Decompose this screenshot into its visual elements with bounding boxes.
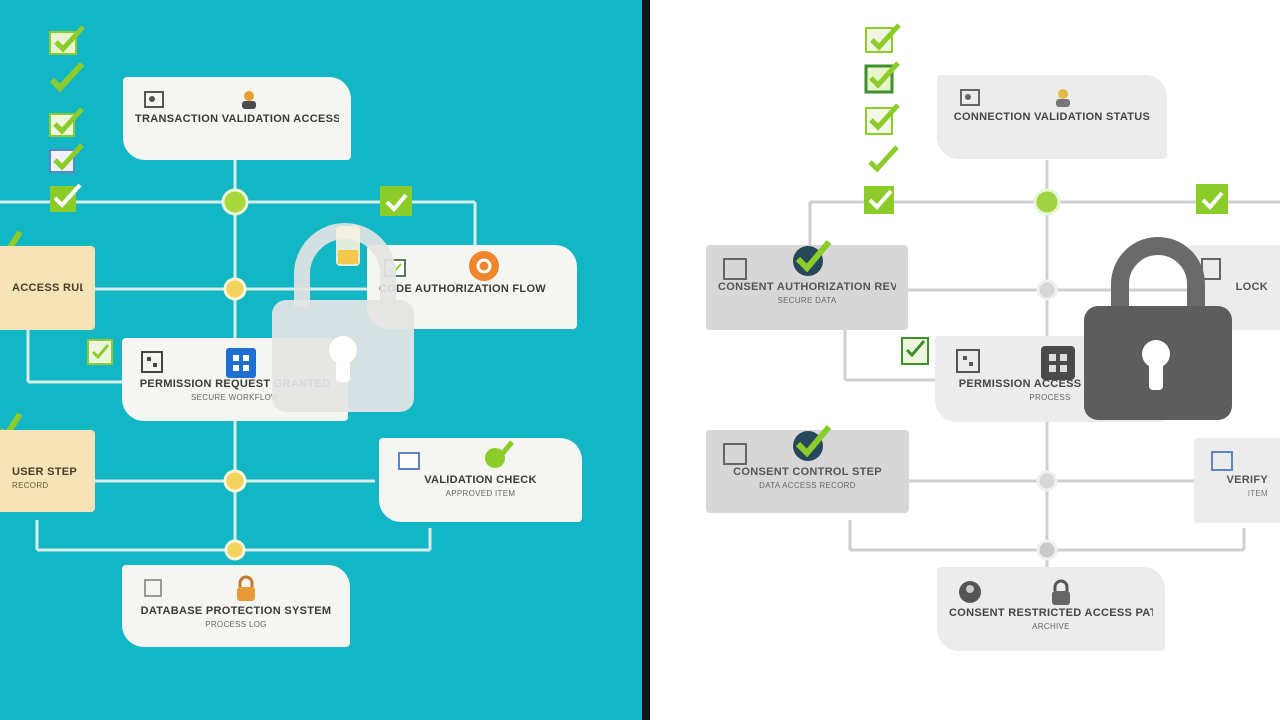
card-subtitle: PROCESS LOG [205, 620, 267, 629]
check-icon [49, 61, 85, 93]
card-title: TRANSACTION VALIDATION ACCESS [135, 113, 339, 125]
id-card-icon [144, 91, 164, 108]
check-icon [50, 183, 82, 212]
card-title: LOCK [1235, 281, 1268, 293]
flow-card-top[interactable]: CONNECTION VALIDATION STATUS [937, 75, 1167, 159]
card-title: USER STEP [12, 466, 78, 478]
document-check-icon [87, 339, 113, 365]
card-subtitle: ITEM [1247, 489, 1268, 498]
card-subtitle: RECORD [12, 481, 49, 490]
network-icon [141, 351, 163, 373]
card-subtitle: PROCESS [1029, 393, 1071, 402]
node-circle [1036, 470, 1058, 492]
gray-grid-icon [1041, 346, 1075, 380]
document-icon [144, 579, 162, 597]
card-subtitle: SECURE DATA [777, 296, 837, 305]
check-icon [793, 240, 832, 276]
lock-icon [237, 575, 255, 601]
card-title: VALIDATION CHECK [424, 474, 537, 486]
check-icon [485, 440, 514, 468]
document-check-icon [901, 337, 929, 365]
document-icon [1211, 451, 1233, 471]
right-nodes [1033, 188, 1061, 561]
document-icon [398, 452, 420, 470]
check-icon [868, 145, 899, 173]
check-badge-icon [380, 186, 412, 216]
check-icon [865, 103, 900, 135]
card-title: ACCESS RULE [12, 282, 83, 294]
flow-card-right-lower[interactable]: VERIFY ITEM [1194, 438, 1280, 523]
id-card-icon [960, 89, 980, 106]
right-panel: CONNECTION VALIDATION STATUS CONSENT AUT… [650, 0, 1280, 720]
card-title: CONSENT AUTHORIZATION REVIEW [718, 281, 896, 293]
flow-card-left-upper[interactable]: ACCESS RULE [0, 246, 95, 330]
card-subtitle: ARCHIVE [1032, 622, 1070, 631]
node-circle [1036, 279, 1058, 301]
flow-card-bottom[interactable]: CONSENT RESTRICTED ACCESS PATH ARCHIVE [937, 567, 1165, 651]
node-circle [223, 277, 247, 301]
network-icon [956, 349, 980, 373]
flow-card-right-lower[interactable]: VALIDATION CHECK APPROVED ITEM [379, 438, 582, 522]
left-nodes [221, 188, 249, 561]
lock-icon [1052, 579, 1070, 605]
check-icon [49, 107, 84, 137]
check-icon [865, 23, 901, 53]
node-circle [224, 539, 246, 561]
panel-divider [642, 0, 650, 720]
check-badge-icon [1196, 184, 1228, 214]
card-subtitle: DATA ACCESS RECORD [759, 481, 856, 490]
document-icon [723, 258, 747, 280]
blue-grid-icon [226, 348, 256, 378]
padlock-icon [272, 223, 414, 412]
card-title: CODE AUTHORIZATION FLOW [379, 283, 546, 295]
right-check-list [862, 22, 912, 227]
check-icon [49, 25, 85, 55]
node-circle [221, 188, 249, 216]
card-title: CONSENT RESTRICTED ACCESS PATH [949, 607, 1153, 619]
orange-gear-icon [469, 251, 499, 281]
check-icon [49, 143, 84, 173]
left-panel: TRANSACTION VALIDATION ACCESS CODE AUTHO… [0, 0, 642, 720]
card-title: CONNECTION VALIDATION STATUS [953, 111, 1151, 123]
card-title: CONSENT CONTROL STEP [733, 466, 882, 478]
node-circle [1036, 539, 1058, 561]
flow-card-left-lower[interactable]: CONSENT CONTROL STEP DATA ACCESS RECORD [706, 425, 909, 513]
flow-card-left-upper[interactable]: CONSENT AUTHORIZATION REVIEW SECURE DATA [706, 240, 908, 330]
card-subtitle: APPROVED ITEM [445, 489, 516, 498]
card-title: VERIFY [1226, 474, 1268, 486]
user-icon [1056, 89, 1070, 107]
node-circle [223, 469, 247, 493]
node-circle [1033, 188, 1061, 216]
check-icon [864, 186, 894, 214]
user-icon [959, 581, 981, 603]
flow-card-left-lower[interactable]: USER STEP RECORD [0, 430, 95, 512]
user-icon [242, 91, 256, 109]
check-icon [793, 425, 832, 461]
flow-card-top[interactable]: TRANSACTION VALIDATION ACCESS [123, 77, 351, 160]
flow-card-bottom[interactable]: DATABASE PROTECTION SYSTEM PROCESS LOG [122, 565, 350, 647]
padlock-icon [1084, 237, 1232, 420]
card-subtitle: SECURE WORKFLOW [190, 393, 280, 402]
document-icon [723, 443, 747, 465]
check-icon [864, 61, 900, 94]
left-check-list [46, 24, 96, 229]
card-title: DATABASE PROTECTION SYSTEM [140, 605, 332, 617]
